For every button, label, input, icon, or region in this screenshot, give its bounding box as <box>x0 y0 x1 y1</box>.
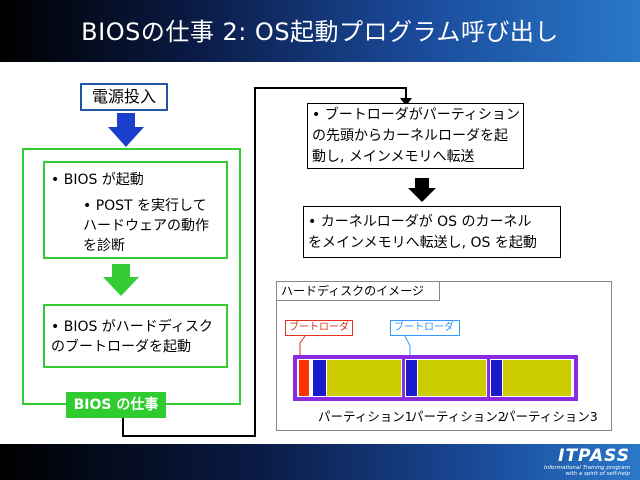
bios-work-label: BIOS の仕事 <box>66 392 166 418</box>
bios-start-text: • BIOS が起動 <box>51 172 144 188</box>
down-arrow-green <box>103 264 139 296</box>
kernelloader-line-1: • カーネルローダが OS のカーネル <box>308 214 532 230</box>
power-on-label: 電源投入 <box>91 87 156 106</box>
post-line-1: • POST を実行して <box>83 198 207 214</box>
post-line-3: を診断 <box>83 238 125 254</box>
partition-label-3: パーティション3 <box>503 409 598 424</box>
disk-image-title: ハードディスクのイメージ <box>276 281 440 301</box>
partition-label-2: パーティション2 <box>411 409 506 424</box>
bootloader-line-3: 動し, メインメモリへ転送 <box>312 149 475 165</box>
post-line-2: ハードウェアの動作 <box>83 218 209 234</box>
power-on-box: 電源投入 <box>80 83 168 111</box>
kernelloader-box: • カーネルローダが OS のカーネル をメインメモリへ転送し, OS を起動 <box>303 206 561 258</box>
bootloader-tag-1: ブートローダ <box>285 320 353 336</box>
bootloader-box: • ブートローダがパーティション の先頭からカーネルローダを起 動し, メインメ… <box>307 103 524 169</box>
kernelloader-line-2: をメインメモリへ転送し, OS を起動 <box>308 235 537 251</box>
logo-sub-2: with a spirit of self-help <box>565 471 630 477</box>
bios-boot-line-1: • BIOS がハードディスク <box>51 319 213 335</box>
title-bar: BIOSの仕事 2: OS起動プログラム呼び出し <box>0 0 640 62</box>
bios-boot-line-2: のブートローダを起動 <box>51 339 191 355</box>
logo-sub-1: Informational Training program <box>543 465 630 471</box>
itpass-logo: ITPASS Informational Training program wi… <box>544 447 630 477</box>
logo-main: ITPASS <box>558 446 630 466</box>
page-title: BIOSの仕事 2: OS起動プログラム呼び出し <box>81 18 559 46</box>
down-arrow-black <box>408 178 436 202</box>
bios-start-box: • BIOS が起動 • POST を実行して ハードウェアの動作 を診断 <box>43 161 228 259</box>
bootloader-tag-2: ブートローダ <box>390 320 460 336</box>
bios-boot-box: • BIOS がハードディスク のブートローダを起動 <box>43 304 228 368</box>
bootloader-line-2: の先頭からカーネルローダを起 <box>312 128 508 144</box>
bootloader-line-1: • ブートローダがパーティション <box>312 107 520 123</box>
partition-label-1: パーティション1 <box>318 409 413 424</box>
down-arrow-blue <box>108 113 144 147</box>
footer-bar <box>0 444 640 480</box>
